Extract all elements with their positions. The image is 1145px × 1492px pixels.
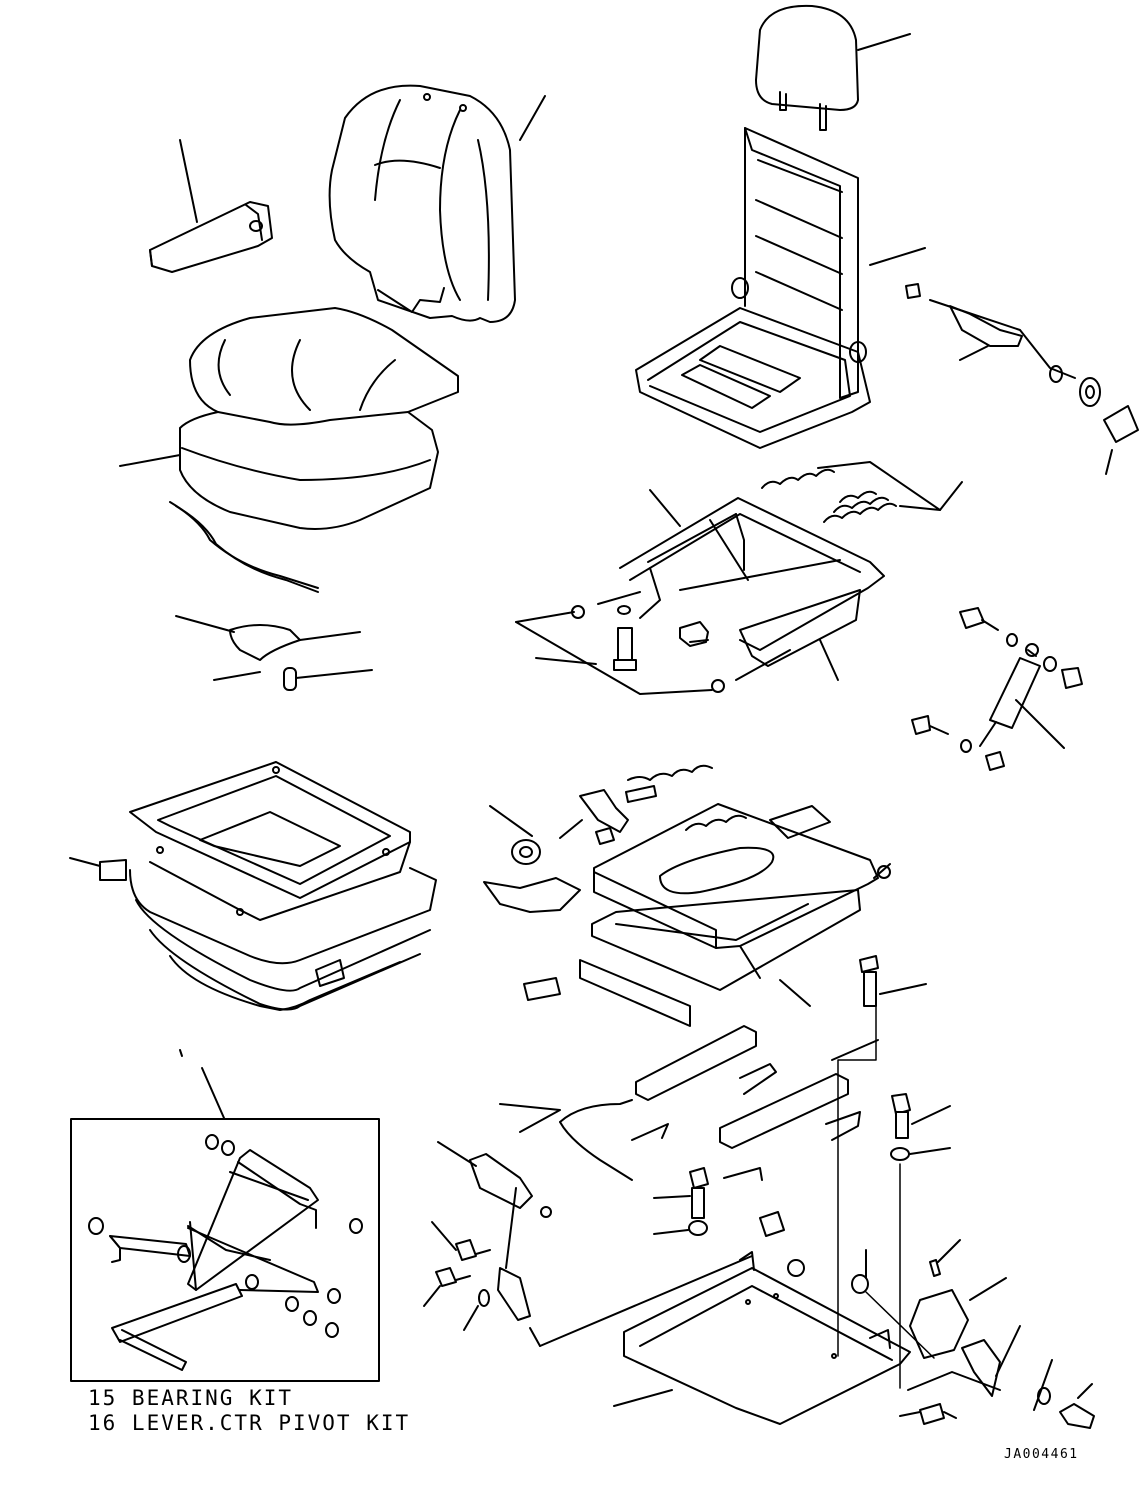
slide-rail-part (515, 489, 885, 695)
leader-lines (837, 1003, 935, 1389)
seat-cushion-part (119, 307, 459, 593)
bolt-assembly-part (653, 955, 951, 1236)
legend-lever-pivot-kit: 16 LEVER.CTR PIVOT KIT (88, 1411, 411, 1435)
mounting-bracket-part (423, 1141, 961, 1331)
armrest-part (149, 139, 273, 273)
spring-set-part (761, 461, 963, 523)
suspension-mechanism-part (483, 764, 891, 1027)
suspension-bellows-part (69, 761, 437, 1011)
side-bracket-part (899, 1277, 1095, 1429)
shock-absorber-part (911, 607, 1083, 771)
drawing-number: JA004461 (1004, 1447, 1079, 1462)
recliner-lever-part (905, 283, 1139, 475)
seat-rails-part (499, 1025, 879, 1181)
legend-bearing-kit: 15 BEARING KIT (88, 1386, 294, 1410)
backrest-frame-part (635, 127, 926, 449)
headrest-part (755, 4, 911, 131)
bearing-kit-illustration (88, 1134, 363, 1371)
backrest-cushion-part (328, 84, 546, 323)
base-plate-part (529, 1251, 911, 1425)
kit-inset-box (70, 1049, 380, 1382)
seat-belt-clip-part (175, 615, 373, 691)
